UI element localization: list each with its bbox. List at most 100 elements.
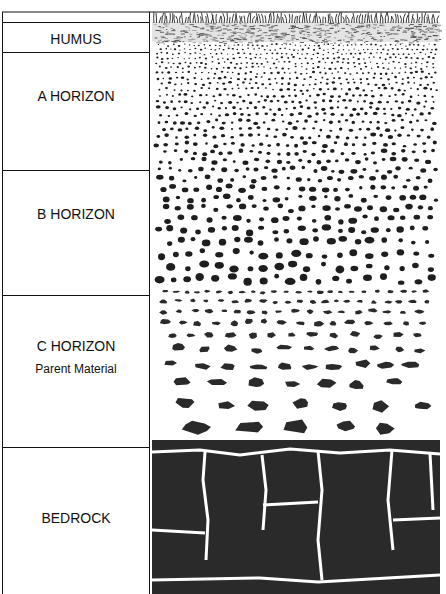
humus-speck: [392, 33, 394, 35]
soil-particle: [178, 63, 181, 65]
soil-particle: [242, 45, 243, 46]
soil-particle: [167, 71, 170, 73]
soil-particle: [270, 72, 273, 74]
humus-speck: [316, 34, 321, 36]
soil-particle: [185, 128, 188, 130]
soil-particle: [165, 106, 169, 109]
humus-speck: [296, 39, 299, 41]
soil-particle: [174, 48, 176, 50]
soil-particle: [234, 45, 235, 46]
soil-particle: [405, 57, 408, 59]
humus-speck: [209, 30, 213, 32]
soil-particle: [162, 78, 164, 80]
soil-particle: [428, 206, 433, 210]
humus-speck: [236, 32, 241, 34]
humus-speck: [337, 23, 340, 25]
grass-blade: [235, 13, 237, 23]
soil-particle: [155, 227, 162, 232]
soil-particle: [222, 49, 224, 50]
rock-fragment: [234, 310, 241, 314]
humus-speck: [313, 32, 316, 34]
soil-particle: [428, 254, 434, 258]
soil-particle: [222, 122, 226, 125]
soil-particle: [363, 275, 372, 281]
humus-speck: [246, 29, 249, 31]
soil-particle: [281, 44, 283, 45]
soil-particle: [242, 81, 244, 83]
humus-speck: [205, 23, 209, 25]
humus-speck: [181, 23, 185, 25]
grass-blade: [381, 15, 383, 23]
grass-blade: [205, 16, 207, 23]
soil-particle: [213, 77, 215, 79]
soil-particle: [288, 122, 292, 125]
rock-fragment: [190, 298, 195, 302]
soil-particle: [213, 144, 218, 148]
soil-particle: [231, 128, 233, 130]
grass-blade: [424, 12, 426, 23]
rock-fragment: [251, 348, 262, 353]
soil-particle: [203, 129, 207, 132]
soil-particle: [265, 135, 268, 137]
soil-particle: [189, 49, 190, 50]
soil-particle: [194, 67, 196, 69]
soil-particle: [249, 102, 253, 105]
soil-particle: [242, 100, 245, 103]
soil-particle: [240, 113, 243, 116]
soil-particle: [210, 53, 211, 54]
humus-speck: [248, 27, 251, 29]
soil-particle: [435, 49, 438, 51]
soil-particle: [167, 241, 172, 246]
humus-speck: [249, 32, 254, 34]
rock-fragment: [400, 311, 406, 314]
soil-particle: [338, 44, 340, 46]
humus-speck: [165, 33, 168, 35]
soil-particle: [309, 76, 312, 78]
rock-fragment: [415, 402, 432, 409]
soil-particle: [258, 226, 264, 230]
soil-particle: [359, 175, 364, 179]
soil-particle: [191, 96, 193, 98]
grass-blade: [408, 12, 409, 23]
soil-particle: [193, 90, 196, 92]
soil-particle: [201, 72, 203, 74]
soil-particle: [405, 66, 407, 68]
humus-speck: [295, 23, 296, 25]
soil-particle: [173, 252, 179, 257]
soil-particle: [291, 101, 294, 103]
grass-blade: [367, 13, 368, 23]
soil-particle: [286, 152, 290, 156]
humus-speck: [230, 40, 234, 42]
soil-particle: [239, 133, 244, 136]
soil-particle: [237, 78, 240, 80]
humus-speck: [238, 35, 240, 37]
soil-particle: [158, 89, 160, 91]
soil-particle: [299, 187, 305, 192]
soil-particle: [294, 71, 296, 73]
humus-speck: [380, 40, 381, 42]
rock-fragment: [338, 291, 343, 293]
soil-particle: [348, 227, 355, 233]
humus-speck: [163, 27, 164, 29]
soil-particle: [362, 72, 364, 74]
humus-speck: [166, 31, 168, 33]
humus-speck: [304, 34, 305, 36]
soil-particle: [410, 96, 413, 99]
soil-particle: [207, 77, 210, 79]
humus-speck: [283, 35, 287, 37]
soil-particle: [377, 66, 379, 68]
soil-particle: [201, 198, 206, 203]
soil-particle: [238, 87, 240, 89]
rock-fragment: [175, 398, 194, 408]
soil-particle: [367, 205, 373, 210]
soil-particle: [163, 143, 168, 147]
soil-particle: [392, 142, 396, 145]
soil-particle: [272, 89, 274, 91]
soil-particle: [388, 95, 391, 97]
soil-particle: [256, 126, 260, 129]
soil-particle: [281, 114, 284, 116]
humus-speck: [435, 39, 438, 41]
soil-particle: [360, 78, 363, 80]
soil-particle: [370, 44, 372, 46]
soil-particle: [420, 68, 422, 70]
